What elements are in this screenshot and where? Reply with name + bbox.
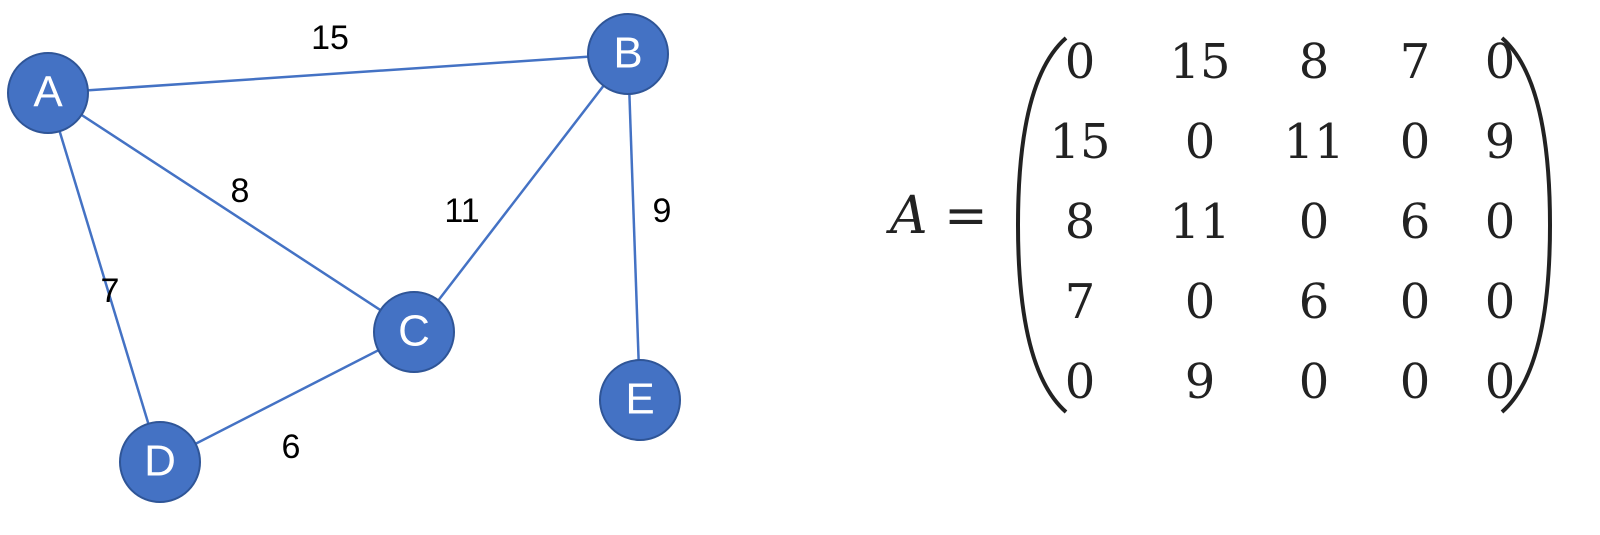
node-label: C [398, 307, 430, 356]
node-circle [373, 291, 455, 373]
matrix-cell-r5-c1: 0 [1064, 354, 1096, 410]
matrix-cell-r4-c2: 0 [1184, 274, 1216, 330]
matrix-equation-label: A = [890, 186, 988, 246]
node-circle [587, 13, 669, 95]
matrix-cell-r3-c3: 0 [1298, 194, 1330, 250]
node-a: A [7, 52, 89, 134]
matrix-name: A [890, 186, 928, 246]
edge-d-c [159, 330, 415, 464]
node-label: E [625, 375, 654, 424]
node-circle [119, 421, 201, 503]
matrix-cell-r1-c3: 8 [1298, 34, 1330, 90]
node-b: B [587, 13, 669, 95]
matrix-cell-r2-c4: 0 [1399, 114, 1431, 170]
matrix-cell-r5-c4: 0 [1399, 354, 1431, 410]
graph-edge-weights: 15 8 11 7 9 6 [101, 19, 672, 466]
matrix-left-paren [1015, 36, 1068, 414]
edge-weight-b-e: 9 [653, 192, 672, 230]
matrix-cell-r2-c1: 15 [1049, 114, 1111, 170]
node-label: A [33, 68, 63, 117]
matrix-cell-r2-c5: 9 [1484, 114, 1516, 170]
matrix-cell-r3-c2: 11 [1169, 194, 1231, 250]
edge-b-e [626, 53, 642, 401]
node-label: B [613, 29, 642, 78]
edge-a-d [46, 92, 162, 463]
matrix-cell-r5-c5: 0 [1484, 354, 1516, 410]
edge-weight-a-c: 8 [231, 172, 250, 210]
matrix-equals-sign: = [944, 186, 988, 246]
edge-b-c [413, 53, 629, 333]
edge-a-c [47, 91, 415, 334]
matrix-cell-r5-c2: 9 [1184, 354, 1216, 410]
matrix-parentheses [1015, 36, 1553, 414]
matrix-cell-r3-c1: 8 [1064, 194, 1096, 250]
edge-weight-d-c: 6 [282, 428, 301, 466]
node-c: C [373, 291, 455, 373]
graph-nodes: A B C D E [7, 13, 681, 503]
node-circle [599, 359, 681, 441]
weighted-graph: 15 8 11 7 9 6 A B C D E [7, 13, 681, 503]
matrix-cell-r4-c1: 7 [1064, 274, 1096, 330]
matrix-cell-r4-c4: 0 [1399, 274, 1431, 330]
matrix-cell-r1-c1: 0 [1064, 34, 1096, 90]
matrix-cell-r4-c5: 0 [1484, 274, 1516, 330]
node-d: D [119, 421, 201, 503]
graph-edges [46, 52, 642, 464]
matrix-right-paren [1500, 36, 1553, 414]
node-label: D [144, 437, 176, 486]
node-e: E [599, 359, 681, 441]
matrix-cell-r1-c2: 15 [1169, 34, 1231, 90]
matrix-cell-r2-c2: 0 [1184, 114, 1216, 170]
edge-weight-a-d: 7 [101, 272, 120, 310]
matrix-cell-r3-c4: 6 [1399, 194, 1431, 250]
matrix-cell-r4-c3: 6 [1298, 274, 1330, 330]
matrix-cell-r3-c5: 0 [1484, 194, 1516, 250]
edge-weight-b-c: 11 [444, 192, 479, 230]
matrix-cell-r2-c3: 11 [1283, 114, 1345, 170]
matrix-cell-r1-c5: 0 [1484, 34, 1516, 90]
edge-a-b [47, 52, 629, 95]
node-circle [7, 52, 89, 134]
edge-weight-a-b: 15 [311, 19, 349, 57]
matrix-cell-r1-c4: 7 [1399, 34, 1431, 90]
matrix-cell-r5-c3: 0 [1298, 354, 1330, 410]
